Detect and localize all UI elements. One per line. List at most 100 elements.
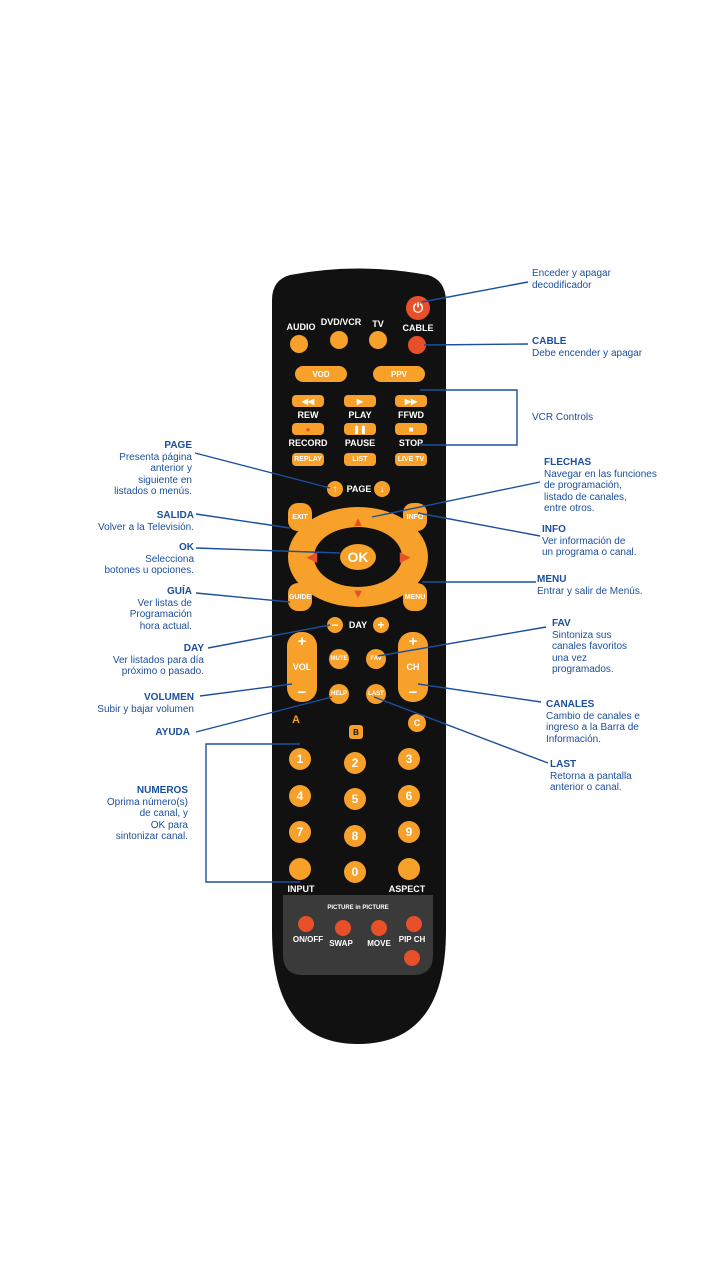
ppv-button[interactable]: PPV xyxy=(373,366,425,382)
annotation-salida-line1: Volver a la Televisión. xyxy=(98,521,194,533)
ch-label: CH xyxy=(406,662,420,672)
annotation-cable-text: Debe encender y apagar xyxy=(532,347,643,359)
annotation-fav-line4: programados. xyxy=(552,664,614,675)
c-button[interactable]: C xyxy=(408,714,426,732)
annotation-menu: MENU Entrar y salir de Menús. xyxy=(537,574,643,597)
annotation-numeros-line4: sintonizar canal. xyxy=(115,831,188,842)
annotation-day-line2: próximo o pasado. xyxy=(121,666,204,677)
audio-button[interactable] xyxy=(290,335,308,353)
menu-button[interactable]: MENU xyxy=(403,583,427,611)
pip-ch-down-button[interactable] xyxy=(404,950,420,966)
volume-up-icon[interactable]: + xyxy=(297,633,307,650)
annotation-last: LAST Retorna a pantalla anterior o canal… xyxy=(550,759,632,794)
channel-down-icon[interactable]: − xyxy=(408,684,418,701)
cable-button[interactable] xyxy=(408,336,426,354)
arrow-right-icon[interactable]: ▶ xyxy=(400,549,410,564)
number-9-button[interactable]: 9 xyxy=(398,821,420,843)
volume-down-icon[interactable]: − xyxy=(297,684,307,701)
pip-ch-up-button[interactable] xyxy=(406,916,422,932)
arrow-up-icon[interactable]: ▲ xyxy=(351,514,365,529)
channel-up-icon[interactable]: + xyxy=(408,633,418,650)
number-8-button[interactable]: 8 xyxy=(344,825,366,847)
annotation-volumen: VOLUMEN Subir y bajar volumen xyxy=(97,692,194,715)
play-label: PLAY xyxy=(348,410,372,420)
dvd-vcr-label: DVD/VCR xyxy=(320,317,362,327)
record-label: RECORD xyxy=(288,438,328,448)
annotation-flechas: FLECHAS Navegar en las funciones de prog… xyxy=(544,457,657,515)
annotation-fav: FAV Sintoniza sus canales favoritos una … xyxy=(552,618,627,676)
number-6-button[interactable]: 6 xyxy=(398,785,420,807)
power-button[interactable]: ⏻ xyxy=(406,296,430,320)
annotation-day-line1: Ver listados para día xyxy=(112,654,204,666)
ok-button[interactable]: OK xyxy=(340,544,376,570)
vod-button[interactable]: VOD xyxy=(295,366,347,382)
pause-button[interactable]: ❚❚ xyxy=(344,423,376,435)
annotation-power: Enceder y apagar decodificador xyxy=(532,268,611,291)
annotation-power-line1: Enceder y apagar xyxy=(532,268,611,279)
annotation-page-title: PAGE xyxy=(164,440,192,451)
annotation-fav-line2: canales favoritos xyxy=(552,641,628,652)
cable-label: CABLE xyxy=(402,323,434,333)
arrow-left-icon[interactable]: ◀ xyxy=(307,549,317,564)
page-down-button[interactable]: ↓ xyxy=(374,481,390,497)
number-3-button[interactable]: 3 xyxy=(398,748,420,770)
audio-label: AUDIO xyxy=(286,322,316,332)
volume-rocker[interactable]: + VOL − xyxy=(287,632,317,702)
page-up-button[interactable]: ↑ xyxy=(327,481,343,497)
arrow-down-icon[interactable]: ▼ xyxy=(351,586,365,601)
annotation-vcr: VCR Controls xyxy=(532,412,594,423)
pip-swap-button[interactable] xyxy=(335,920,351,936)
list-button[interactable]: LIST xyxy=(344,453,376,466)
tv-button[interactable] xyxy=(369,331,387,349)
aspect-button[interactable] xyxy=(398,858,420,880)
rew-button[interactable]: ◀◀ xyxy=(292,395,324,407)
pip-title: PICTURE in PICTURE xyxy=(327,905,389,911)
annotation-fav-title: FAV xyxy=(552,618,571,629)
annotation-numeros-line3: OK para xyxy=(150,819,188,831)
b-button[interactable]: B xyxy=(349,725,363,739)
annotation-flechas-title: FLECHAS xyxy=(544,457,592,468)
play-button[interactable]: ▶ xyxy=(344,395,376,407)
number-1-button[interactable]: 1 xyxy=(289,748,311,770)
number-4-button[interactable]: 4 xyxy=(289,785,311,807)
pip-on-off-button[interactable] xyxy=(298,916,314,932)
mute-button[interactable]: MUTE xyxy=(329,649,349,669)
dvd-vcr-button[interactable] xyxy=(330,331,348,349)
fav-button[interactable]: FAV xyxy=(366,649,386,669)
annotation-ok-title: OK xyxy=(179,542,194,553)
annotation-volumen-title: VOLUMEN xyxy=(144,692,194,703)
annotation-ok-line2: botones u opciones. xyxy=(104,565,194,576)
a-button[interactable]: A xyxy=(292,714,300,726)
annotation-fav-line3: una vez xyxy=(552,652,588,664)
number-5-button[interactable]: 5 xyxy=(344,788,366,810)
channel-rocker[interactable]: + CH − xyxy=(398,632,428,702)
swap-label: SWAP xyxy=(329,939,353,948)
replay-button[interactable]: REPLAY xyxy=(292,453,324,466)
annotation-guia: GUÍA Ver listas de Programación hora act… xyxy=(130,586,192,632)
pip-ch-label: PIP CH xyxy=(398,935,426,944)
guide-button[interactable]: GUIDE xyxy=(288,583,312,611)
day-plus-button[interactable]: + xyxy=(373,617,389,633)
annotation-numeros-line2: de canal, y xyxy=(139,808,188,819)
stop-button[interactable]: ■ xyxy=(395,423,427,435)
ffwd-button[interactable]: ▶▶ xyxy=(395,395,427,407)
annotation-ayuda: AYUDA xyxy=(155,727,190,739)
annotation-page-line1: Presenta página xyxy=(119,451,192,463)
record-button[interactable]: ● xyxy=(292,423,324,435)
annotation-flechas-line3: listado de canales, xyxy=(544,491,627,503)
day-minus-button[interactable]: − xyxy=(327,617,343,633)
annotation-flechas-line4: entre otros. xyxy=(544,503,595,514)
input-button[interactable] xyxy=(289,858,311,880)
stop-label: STOP xyxy=(398,438,424,448)
number-2-button[interactable]: 2 xyxy=(344,752,366,774)
number-0-button[interactable]: 0 xyxy=(344,861,366,883)
pip-move-button[interactable] xyxy=(371,920,387,936)
move-label: MOVE xyxy=(367,939,391,948)
exit-button[interactable]: EXIT xyxy=(288,503,312,531)
number-7-button[interactable]: 7 xyxy=(289,821,311,843)
live-tv-button[interactable]: LIVE TV xyxy=(395,453,427,466)
help-button[interactable]: HELP xyxy=(329,684,349,704)
annotation-guia-line2: Programación xyxy=(129,609,192,620)
